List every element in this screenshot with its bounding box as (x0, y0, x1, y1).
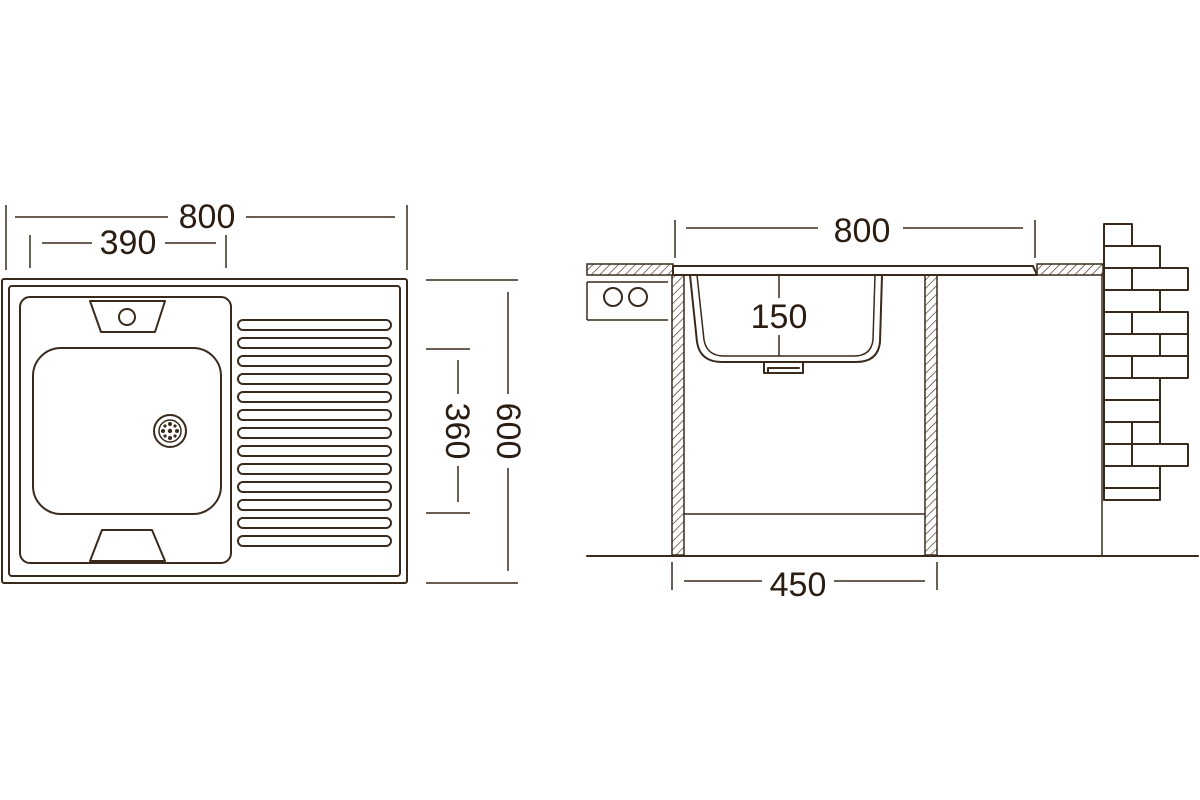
countertop-right (1036, 263, 1104, 276)
brick (1103, 443, 1133, 467)
brick (1131, 443, 1189, 467)
dim-label-800-top: 800 (179, 198, 236, 236)
brick (1103, 377, 1161, 401)
pipes-icon (586, 281, 668, 321)
sink-top-plate (672, 265, 1038, 276)
drain-outlet (763, 361, 804, 374)
drainboard-rib (237, 319, 392, 331)
dim-label-390: 390 (100, 224, 157, 262)
dim-label-800-side: 800 (834, 212, 891, 250)
brick (1131, 311, 1189, 335)
dim-label-360: 360 (438, 403, 476, 460)
brick (1103, 399, 1161, 423)
dim-label-600: 600 (489, 403, 527, 460)
countertop-left (586, 263, 674, 276)
drainboard-rib (237, 517, 392, 529)
cabinet-wall-left (671, 274, 685, 556)
drainboard-rib (237, 373, 392, 385)
dim-top-overall-width: 800 (5, 198, 408, 270)
overflow-hole (118, 308, 136, 326)
dim-top-overall-depth: 600 (426, 279, 527, 584)
dim-side-cabinet-width: 450 (671, 562, 938, 604)
drainboard-rib (237, 337, 392, 349)
drainboard-rib (237, 445, 392, 457)
brick (1103, 267, 1133, 291)
brick (1103, 355, 1133, 379)
drainboard-rib (237, 355, 392, 367)
sink-bowl-profile (689, 274, 883, 363)
dim-label-450: 450 (770, 566, 827, 604)
brick (1103, 223, 1133, 247)
brick (1103, 421, 1133, 445)
brick (1103, 245, 1161, 269)
brick (1159, 333, 1189, 357)
dim-label-150: 150 (751, 298, 808, 336)
bottom-plate (89, 529, 166, 562)
drainboard-rib (237, 391, 392, 403)
drainboard-rib (237, 463, 392, 475)
brick (1103, 333, 1161, 357)
brick (1131, 267, 1189, 291)
brick (1131, 355, 1189, 379)
drainboard-rib (237, 535, 392, 547)
top-view: 800 390 (1, 198, 527, 584)
drainboard-rib (237, 481, 392, 493)
sink-inner-rim (8, 285, 401, 577)
side-view: 800 150 (586, 212, 1199, 604)
brick (1103, 289, 1161, 313)
brick (1103, 465, 1161, 489)
drainboard-rib (237, 499, 392, 511)
dim-side-bowl-height: 150 (751, 276, 808, 356)
dim-top-bowl-depth: 360 (426, 348, 476, 514)
brick (1131, 421, 1161, 445)
bowl-basin (32, 347, 222, 515)
bowl-recess (19, 296, 232, 564)
brick (1103, 487, 1161, 501)
drainboard-ribs (237, 319, 392, 547)
sink-outer-rim (1, 278, 408, 584)
sink-bowl-inner (696, 274, 876, 357)
overflow-hole-plate (89, 300, 166, 333)
brick (1103, 311, 1133, 335)
dim-top-bowl-width: 390 (29, 224, 227, 268)
brick-wall (1103, 223, 1189, 501)
cabinet-wall-right (924, 274, 938, 556)
dim-side-overall-width: 800 (674, 212, 1036, 258)
drainboard-rib (237, 409, 392, 421)
drain-icon (153, 414, 187, 448)
drainboard-rib (237, 427, 392, 439)
